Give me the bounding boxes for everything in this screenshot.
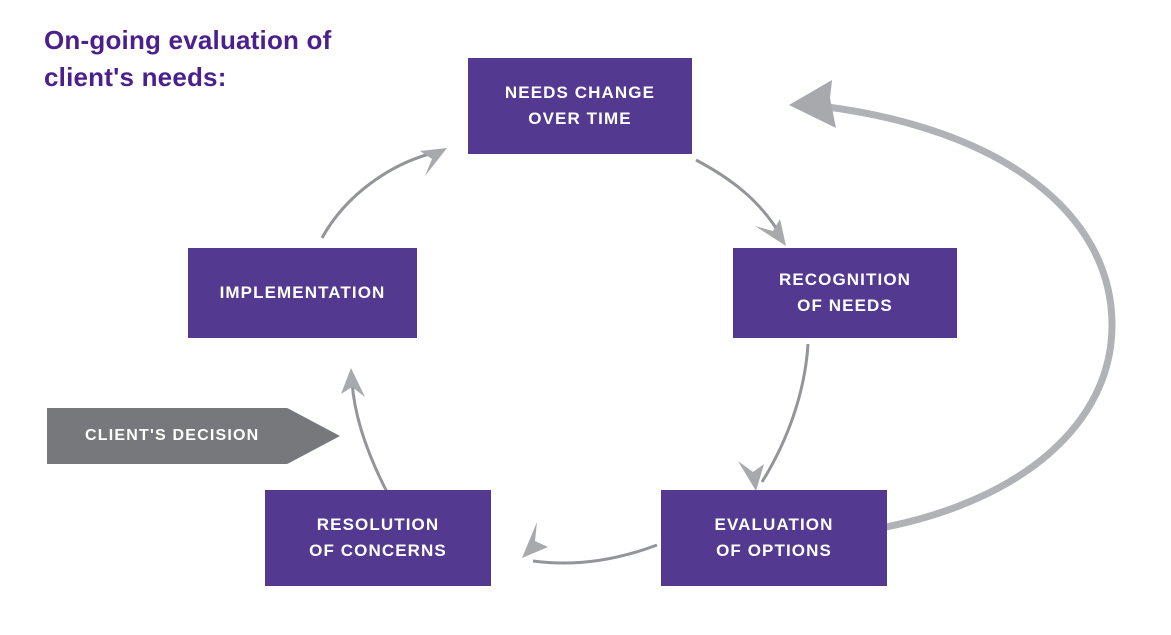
stage-box-needs-change[interactable]: NEEDS CHANGE OVER TIME [468,58,692,154]
connector-needs-to-recognition [695,158,786,246]
clients-decision-label: CLIENT'S DECISION [85,427,260,444]
connector-recognition-to-evaluation [738,343,810,491]
clients-decision-banner[interactable]: CLIENT'S DECISION [47,408,340,464]
stage-box-resolution[interactable]: RESOLUTION OF CONCERNS [265,490,491,586]
chevron-banner-shape [47,408,340,464]
connector-implementation-to-needs [320,148,447,239]
connector-evaluation-to-resolution [522,522,658,565]
page-title: On-going evaluation of client's needs: [44,25,332,92]
stage-box-recognition[interactable]: RECOGNITION OF NEEDS [733,248,957,338]
stage-box-evaluation[interactable]: EVALUATION OF OPTIONS [661,490,887,586]
stage-box-implementation[interactable]: IMPLEMENTATION [188,248,417,338]
